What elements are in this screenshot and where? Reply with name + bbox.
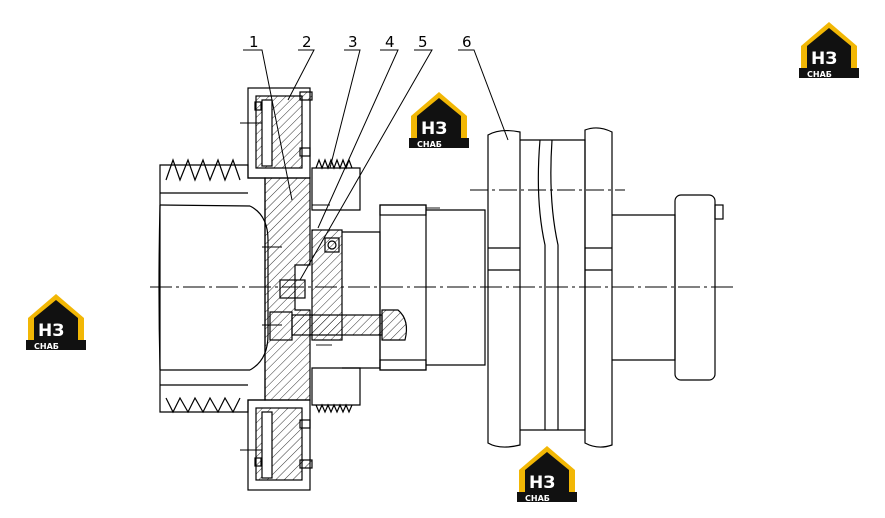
svg-text:НЗ: НЗ — [421, 119, 447, 139]
svg-text:СНАБ: СНАБ — [525, 494, 550, 503]
callout-4: 4 — [385, 33, 395, 51]
watermark-logo-left: НЗ СНАБ — [24, 292, 88, 352]
watermark-logo-upper-center: НЗ СНАБ — [407, 90, 471, 150]
pulley — [158, 158, 311, 414]
leader-line-2 — [287, 49, 315, 101]
callout-3: 3 — [348, 33, 358, 51]
callout-5: 5 — [418, 33, 428, 51]
svg-text:СНАБ: СНАБ — [34, 342, 59, 351]
svg-text:СНАБ: СНАБ — [807, 70, 832, 79]
callout-2: 2 — [302, 33, 312, 51]
svg-text:НЗ: НЗ — [529, 473, 555, 493]
center-bolt — [269, 237, 408, 341]
leader-line-1 — [243, 49, 293, 201]
svg-text:СНАБ: СНАБ — [417, 140, 442, 149]
watermark-logo-bottom-center: НЗ СНАБ — [515, 444, 579, 504]
leader-line-5 — [299, 49, 433, 281]
leader-line-6 — [458, 49, 509, 141]
crank-nose-hub — [311, 204, 486, 371]
watermark-logo-top-right: НЗ СНАБ — [797, 20, 861, 80]
damper-ring-bottom — [247, 399, 313, 491]
crankshaft — [470, 127, 724, 448]
damper-ring-top — [247, 87, 313, 179]
callout-1: 1 — [249, 33, 259, 51]
leader-line-3 — [329, 49, 361, 169]
callout-6: 6 — [462, 33, 472, 51]
svg-text:НЗ: НЗ — [811, 49, 837, 69]
svg-text:НЗ: НЗ — [38, 321, 64, 341]
leader-line-4 — [317, 49, 399, 229]
